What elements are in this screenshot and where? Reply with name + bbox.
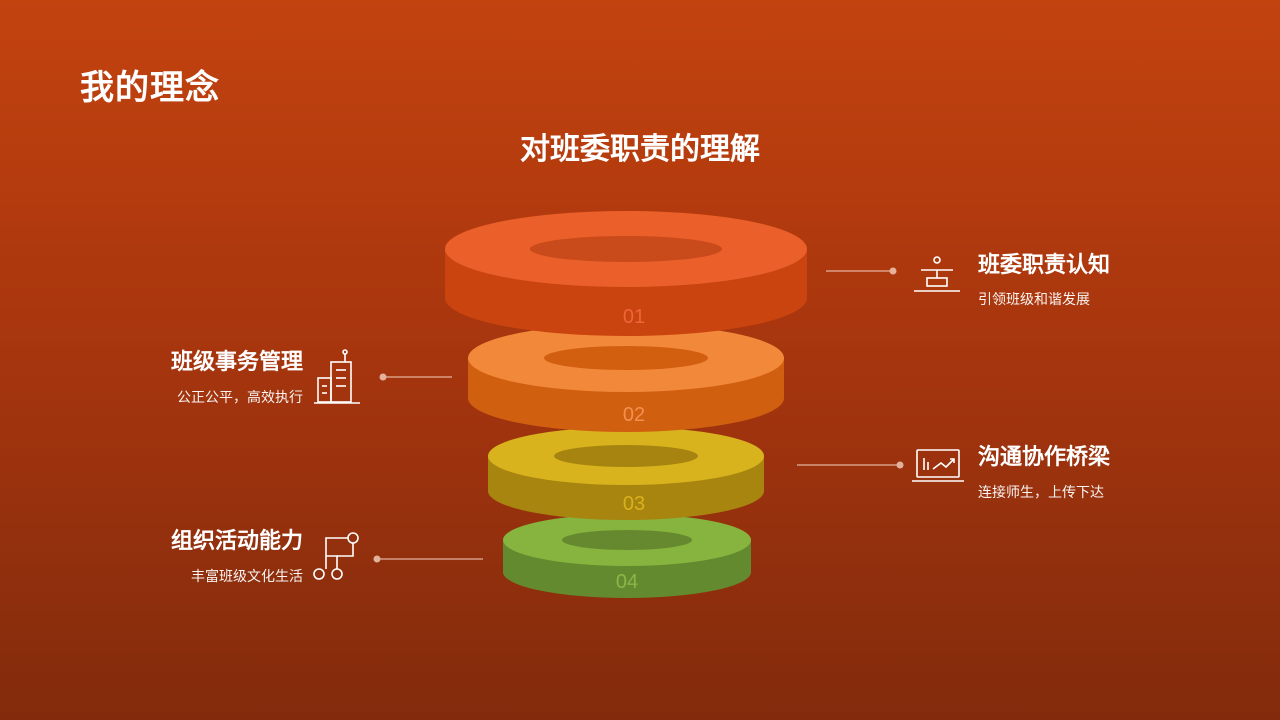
connector-04-dot (373, 555, 381, 563)
ring-04-number: 04 (616, 571, 638, 593)
diagram-title: 对班委职责的理解 (520, 132, 760, 167)
ring-02: 02 (468, 324, 784, 432)
level-01-desc: 引领班级和谐发展 (978, 292, 1090, 308)
ring-02-hole (544, 346, 708, 370)
level-02-desc: 公正公平，高效执行 (177, 390, 303, 406)
connector-03-dot (896, 461, 904, 469)
podium-icon (914, 256, 960, 292)
level-03-title: 沟通协作桥梁 (978, 445, 1111, 470)
ring-01-number: 01 (623, 306, 645, 328)
connector-02-dot (379, 373, 387, 381)
ring-03-number: 03 (623, 493, 645, 515)
level-03-desc: 连接师生，上传下达 (978, 485, 1104, 501)
slide-title: 我的理念 (80, 68, 220, 108)
level-04-desc: 丰富班级文化生活 (191, 569, 303, 585)
ring-03: 03 (488, 427, 764, 520)
ring-04-hole (562, 530, 692, 550)
buildings-icon (314, 349, 360, 404)
flow-nodes-icon (313, 532, 359, 580)
level-04-title: 组织活动能力 (170, 529, 303, 554)
level-02-title: 班级事务管理 (170, 350, 303, 375)
ring-04: 04 (503, 514, 751, 598)
ring-02-number: 02 (623, 404, 645, 426)
ring-01: 01 (445, 211, 807, 336)
ring-01-hole (530, 236, 722, 262)
laptop-chart-icon (912, 449, 964, 482)
connector-01-dot (889, 267, 897, 275)
ring-03-hole (554, 445, 698, 467)
level-01-title: 班委职责认知 (978, 253, 1111, 278)
